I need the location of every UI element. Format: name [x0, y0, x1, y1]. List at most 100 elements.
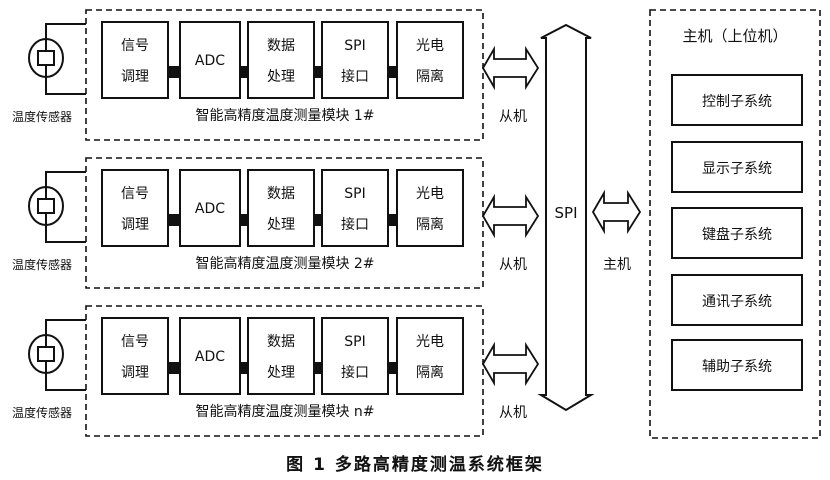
module-title: 智能高精度温度测量模块 2#: [195, 255, 374, 272]
stage-label-line2: 调理: [121, 365, 149, 381]
temperature-sensor: 温度传感器: [12, 23, 86, 124]
module-border: [85, 9, 484, 141]
temperature-sensor: 温度传感器: [12, 171, 86, 272]
stage-box: [247, 169, 315, 247]
stage-box: [179, 169, 241, 247]
stage-label-line1: 信号: [121, 186, 149, 202]
sensor-element-icon: [37, 198, 55, 214]
stage-label-line2: 接口: [341, 216, 369, 233]
stage-connector: [240, 66, 248, 78]
stage-label-line1: 光电: [416, 38, 444, 54]
figure-caption: 图 1 多路高精度测温系统框架: [286, 454, 544, 475]
stage-block: SPI 接口: [321, 21, 389, 99]
stage-label-line1: 数据: [267, 38, 295, 54]
stage-label-line1: SPI: [344, 38, 365, 54]
sensor-wire: [45, 171, 86, 199]
spi-bus: SPI: [537, 23, 595, 412]
subsystem-box: [671, 141, 803, 193]
stage-box: [396, 169, 464, 247]
stage-label-line2: 处理: [267, 217, 295, 233]
stage-label-line2: 调理: [121, 69, 149, 85]
master-double-arrow: [591, 189, 642, 235]
spi-bus-label: SPI: [555, 204, 578, 222]
module-title: 智能高精度温度测量模块 n#: [195, 403, 374, 420]
stage-label-line2: 隔离: [416, 68, 444, 85]
temperature-sensor: 温度传感器: [12, 319, 86, 420]
stage-box: [321, 21, 389, 99]
module-border: [85, 157, 484, 289]
stage-label-line2: 隔离: [416, 364, 444, 381]
master-label: 主机: [603, 257, 631, 273]
sensor-wire: [45, 213, 86, 243]
subsystem-box: [671, 339, 803, 391]
master-link: 主机: [591, 189, 642, 273]
slave-label: 从机: [499, 405, 527, 421]
stage-connector: [240, 214, 248, 226]
slave-double-arrow: [481, 193, 540, 239]
stage-connector: [240, 362, 248, 374]
subsystem-label: 控制子系统: [702, 94, 772, 110]
subsystem-box: [671, 274, 803, 326]
stage-connector: [388, 66, 397, 78]
stage-label-line2: 接口: [341, 364, 369, 381]
module-border: [85, 305, 484, 437]
spi-bus-arrow: [537, 23, 595, 412]
stage-label-line1: SPI: [344, 186, 365, 202]
sensor-wire: [45, 23, 86, 51]
stage-block: SPI 接口: [321, 169, 389, 247]
sensor-label: 温度传感器: [12, 257, 72, 272]
stage-label-line1: 信号: [121, 334, 149, 350]
host-subsystem: 键盘子系统: [671, 207, 803, 259]
subsystem-label: 通讯子系统: [702, 294, 772, 310]
stage-box: [396, 21, 464, 99]
stage-label-line1: 数据: [267, 334, 295, 350]
stage-connector: [388, 214, 397, 226]
stage-label: ADC: [195, 201, 225, 217]
stage-label-line2: 隔离: [416, 216, 444, 233]
stage-block: ADC: [179, 21, 241, 99]
stage-box: [321, 317, 389, 395]
slave-double-arrow: [481, 341, 540, 387]
slave-label: 从机: [499, 109, 527, 125]
subsystem-box: [671, 207, 803, 259]
host-subsystem: 辅助子系统: [671, 339, 803, 391]
subsystem-label: 辅助子系统: [702, 359, 772, 375]
sensor-wire: [45, 319, 86, 347]
sensor-label: 温度传感器: [12, 405, 72, 420]
stage-label-line2: 接口: [341, 68, 369, 85]
stage-block: ADC: [179, 169, 241, 247]
stage-block: ADC: [179, 317, 241, 395]
stage-box: [396, 317, 464, 395]
module-title: 智能高精度温度测量模块 1#: [195, 107, 374, 124]
stage-connector: [314, 214, 322, 226]
stage-box: [101, 317, 169, 395]
sensor-wire: [45, 361, 86, 391]
host-subsystem: 控制子系统: [671, 74, 803, 126]
sensor-label: 温度传感器: [12, 109, 72, 124]
slave-double-arrow: [481, 45, 540, 91]
stage-label-line1: SPI: [344, 334, 365, 350]
stage-box: [247, 317, 315, 395]
stage-label-line2: 处理: [267, 365, 295, 381]
stage-connector: [314, 66, 322, 78]
stage-box: [101, 21, 169, 99]
stage-label: ADC: [195, 53, 225, 69]
host-subsystem: 通讯子系统: [671, 274, 803, 326]
stage-label-line1: 数据: [267, 186, 295, 202]
stage-box: [101, 169, 169, 247]
stage-connector: [168, 214, 180, 226]
host-title: 主机（上位机）: [682, 27, 787, 45]
stage-label-line2: 调理: [121, 217, 149, 233]
